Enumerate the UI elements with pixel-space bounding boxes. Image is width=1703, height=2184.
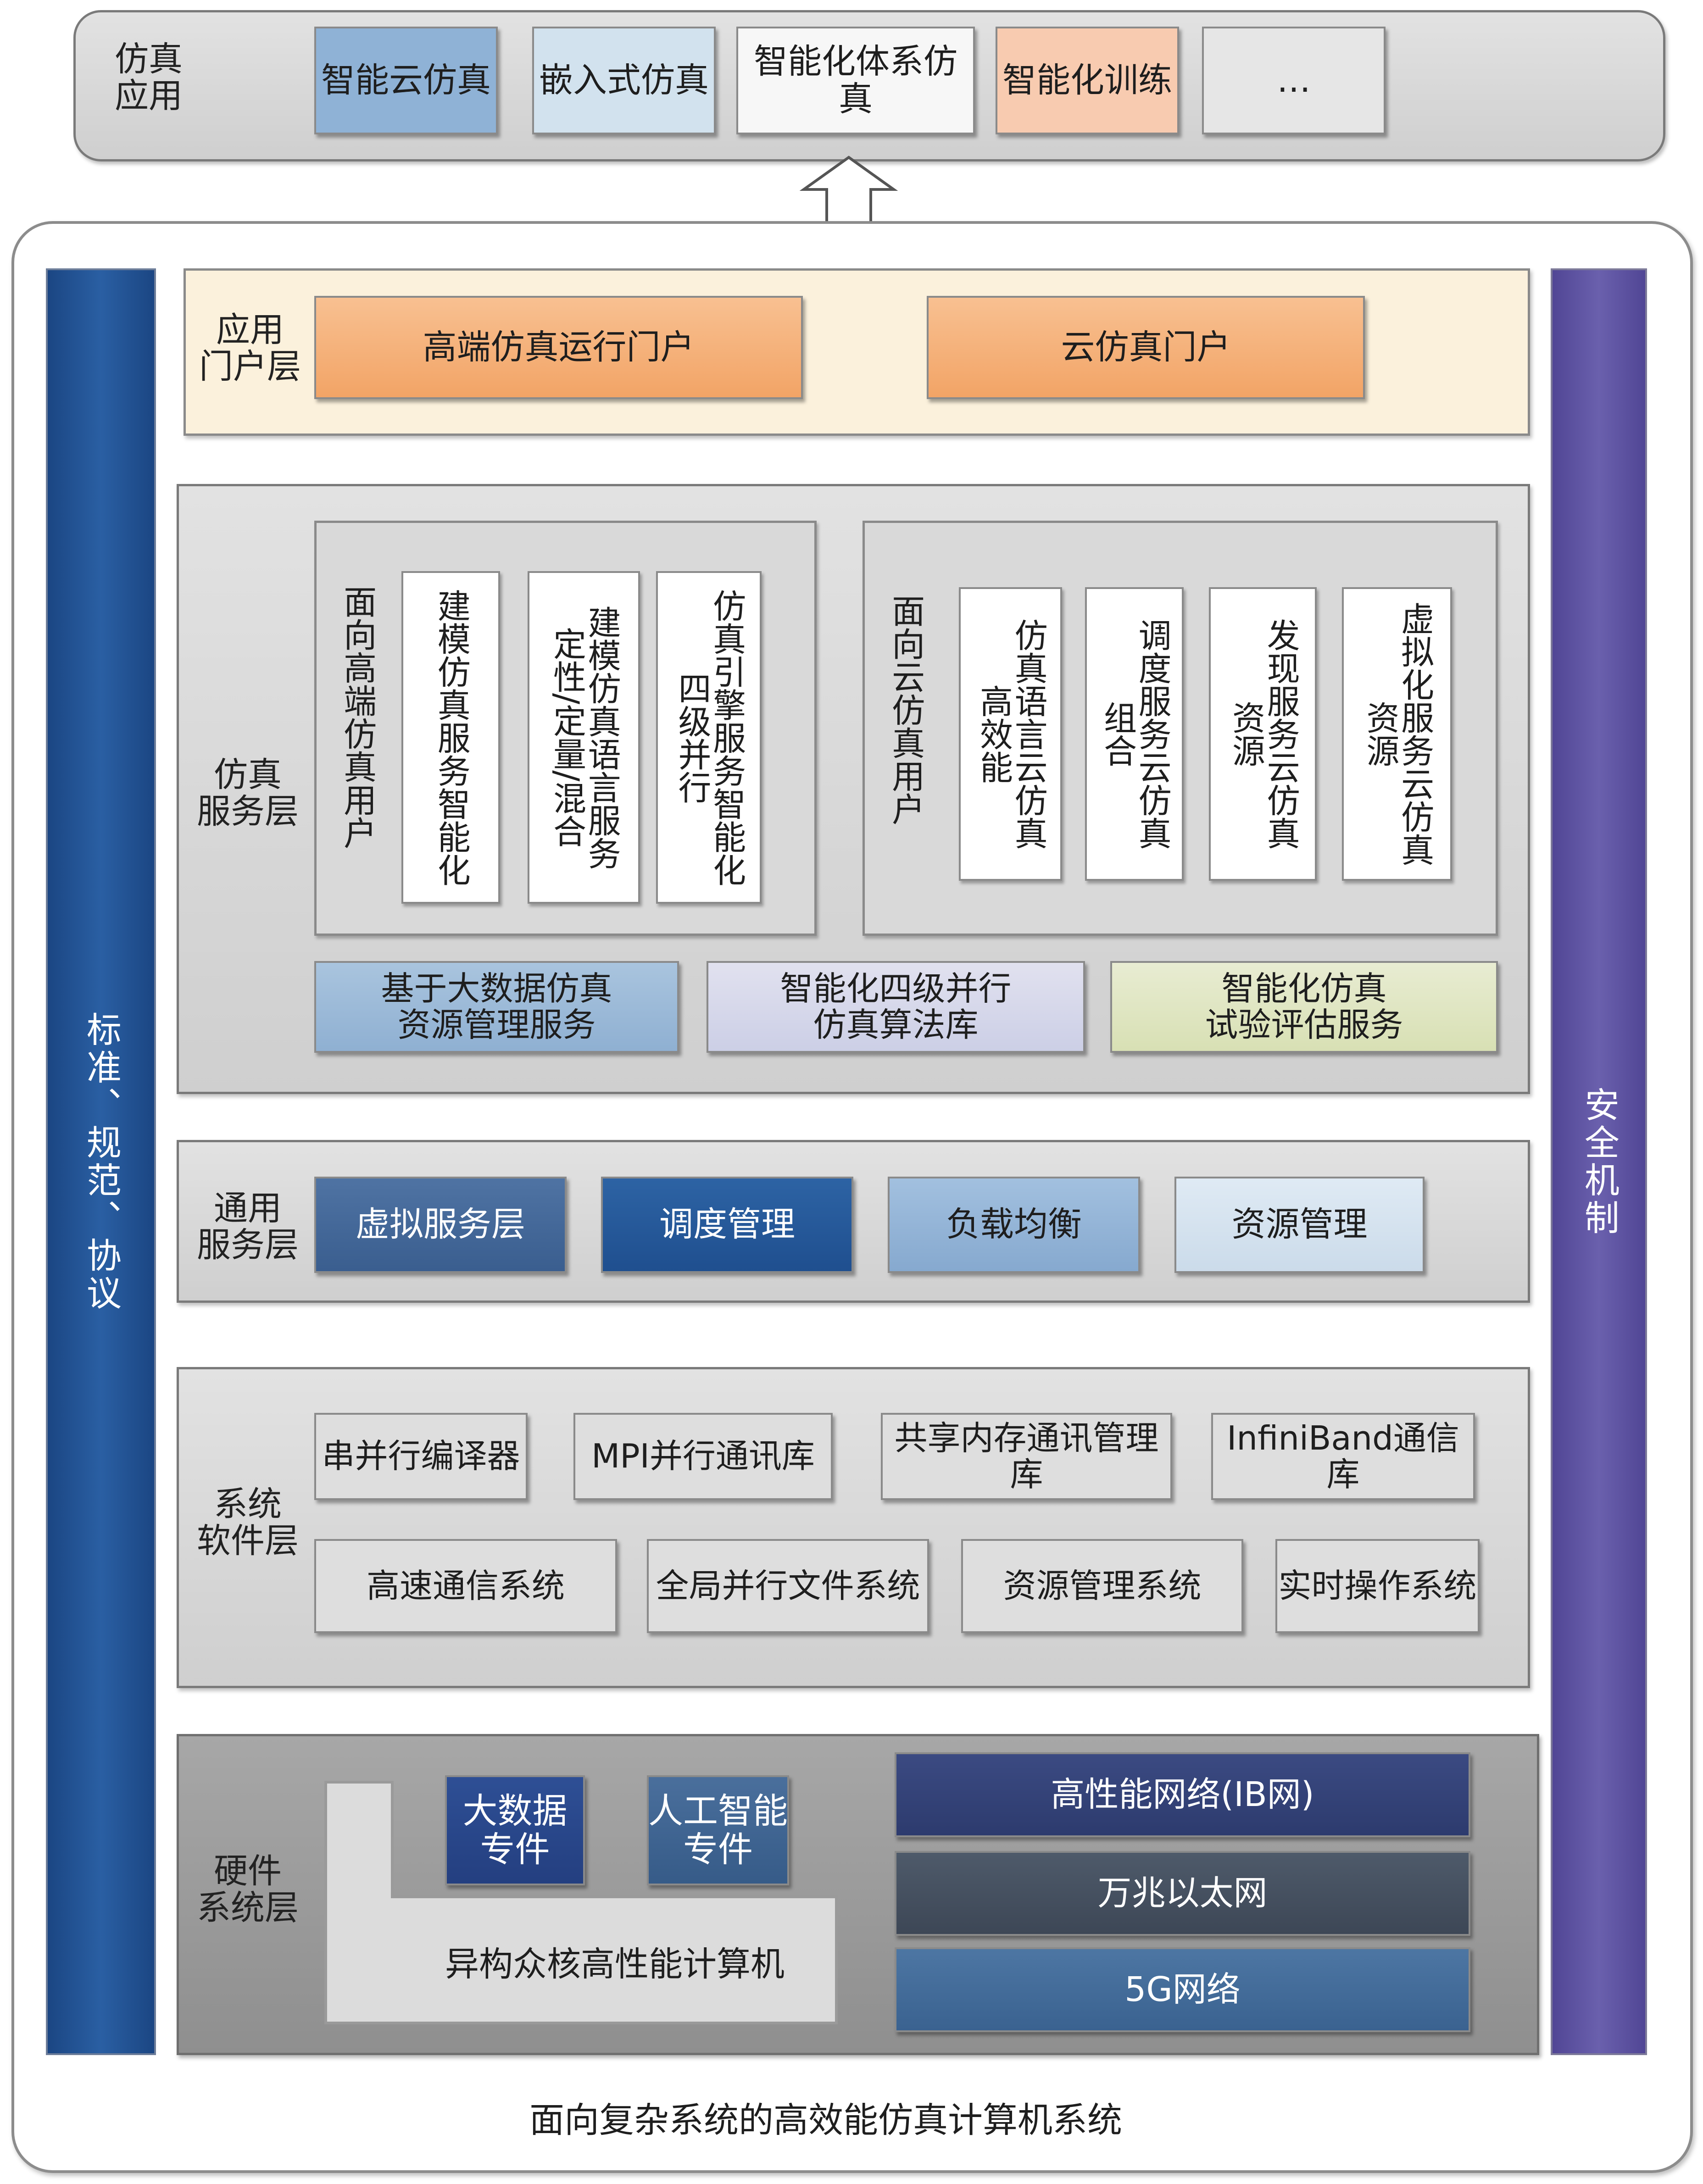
load-balance-box: 负载均衡 bbox=[888, 1177, 1140, 1273]
app-more: … bbox=[1202, 27, 1386, 134]
standards-bar-label: 标准、规范、协议 bbox=[80, 1011, 122, 1312]
high-end-user-title: 面向高端仿真用户 bbox=[338, 585, 377, 849]
parallel-algorithm-library: 智能化四级并行 仿真算法库 bbox=[707, 961, 1085, 1053]
diagram-caption: 面向复杂系统的高效能仿真计算机系统 bbox=[529, 2100, 1122, 2140]
global-parallel-fs: 全局并行文件系统 bbox=[647, 1539, 929, 1633]
sim-engine-service-card: 仿真引擎服务智能化 四级并行 bbox=[656, 571, 762, 904]
virtualization-cloud-card: 虚拟化服务云仿真 资源 bbox=[1342, 587, 1452, 881]
cloud-user-title: 面向云仿真用户 bbox=[886, 594, 925, 825]
portal-layer-label: 应用 门户层 bbox=[199, 310, 301, 386]
infiniband-library: InfiniBand通信库 bbox=[1211, 1413, 1475, 1500]
general-service-label: 通用 服务层 bbox=[197, 1189, 299, 1265]
app-embedded-sim: 嵌入式仿真 bbox=[532, 27, 716, 134]
10g-ethernet-box: 万兆以太网 bbox=[895, 1851, 1470, 1936]
standards-bar: 标准、规范、协议 bbox=[46, 268, 156, 2055]
security-bar-label: 安全机制 bbox=[1578, 1086, 1620, 1237]
high-speed-comm-system: 高速通信系统 bbox=[314, 1539, 617, 1633]
modeling-language-service-card: 建模仿真语言服务 定性/定量/混合 bbox=[528, 571, 640, 904]
sim-service-label: 仿真 服务层 bbox=[197, 755, 299, 831]
bigdata-hardware-box: 大数据 专件 bbox=[445, 1775, 585, 1885]
app-smart-cloud-sim: 智能云仿真 bbox=[314, 27, 498, 134]
modeling-sim-service-card: 建模仿真服务智能化 bbox=[401, 571, 500, 904]
high-end-sim-portal: 高端仿真运行门户 bbox=[314, 296, 803, 399]
up-arrow-icon bbox=[799, 156, 898, 228]
virtual-service-box: 虚拟服务层 bbox=[314, 1177, 567, 1273]
simulation-application-label: 仿真 应用 bbox=[115, 39, 183, 116]
heterogeneous-computer-label: 异构众核高性能计算机 bbox=[445, 1944, 785, 1984]
system-software-label: 系统 软件层 bbox=[197, 1484, 299, 1561]
5g-network-box: 5G网络 bbox=[895, 1947, 1470, 2032]
resource-mgmt-box: 资源管理 bbox=[1174, 1177, 1425, 1273]
security-bar: 安全机制 bbox=[1551, 268, 1647, 2055]
realtime-os: 实时操作系统 bbox=[1275, 1539, 1480, 1633]
mpi-comm-library: MPI并行通讯库 bbox=[573, 1413, 833, 1500]
sim-language-cloud-card: 仿真语言云仿真 高效能 bbox=[959, 587, 1062, 881]
bigdata-resource-service: 基于大数据仿真 资源管理服务 bbox=[314, 961, 679, 1053]
hardware-label: 硬件 系统层 bbox=[197, 1851, 299, 1928]
shared-memory-library: 共享内存通讯管理库 bbox=[881, 1413, 1172, 1500]
ai-hardware-box: 人工智能 专件 bbox=[647, 1775, 789, 1885]
ib-network-box: 高性能网络(IB网) bbox=[895, 1752, 1470, 1837]
heterogeneous-computer-shape bbox=[324, 1781, 838, 2024]
app-intelligent-system-sim: 智能化体系仿真 bbox=[736, 27, 975, 134]
resource-mgmt-system: 资源管理系统 bbox=[961, 1539, 1243, 1633]
scheduling-cloud-card: 调度服务云仿真 组合 bbox=[1085, 587, 1184, 881]
discovery-cloud-card: 发现服务云仿真 资源 bbox=[1209, 587, 1317, 881]
scheduling-mgmt-box: 调度管理 bbox=[601, 1177, 853, 1273]
app-intelligent-training: 智能化训练 bbox=[996, 27, 1179, 134]
serial-parallel-compiler: 串并行编译器 bbox=[314, 1413, 528, 1500]
cloud-sim-portal: 云仿真门户 bbox=[927, 296, 1365, 399]
intelligent-evaluation-service: 智能化仿真 试验评估服务 bbox=[1110, 961, 1498, 1053]
